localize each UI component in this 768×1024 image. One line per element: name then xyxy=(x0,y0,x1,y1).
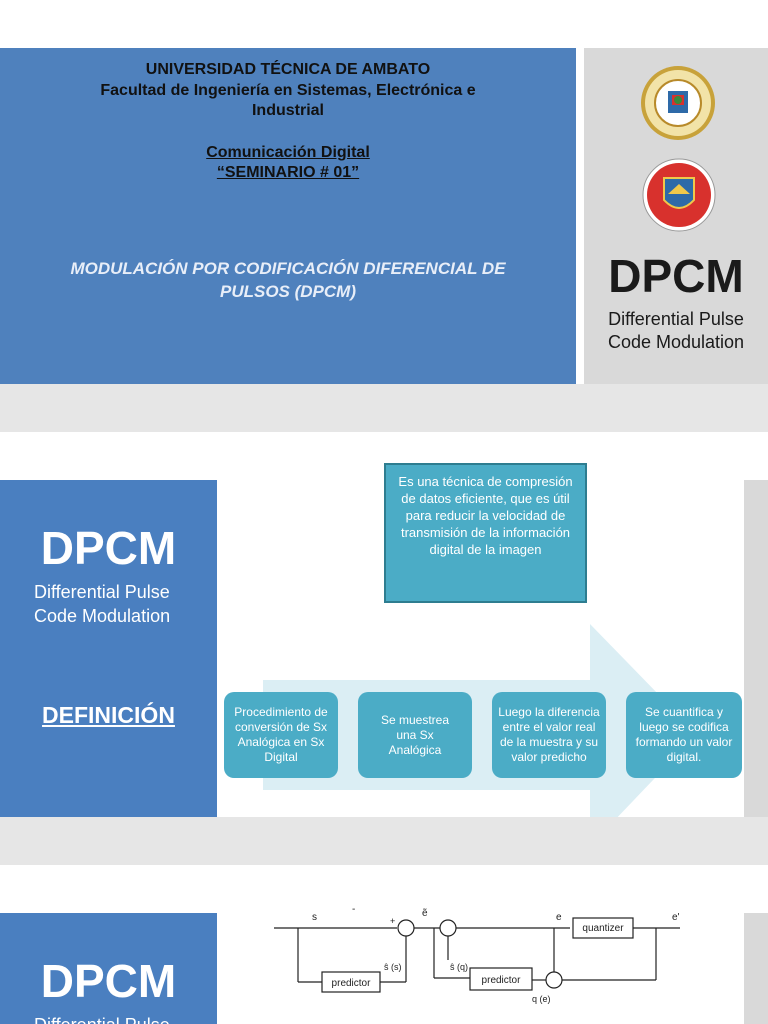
quantizer-label: quantizer xyxy=(582,923,624,934)
faculty-line-2: Industrial xyxy=(251,102,324,119)
diagram-label-plus: + xyxy=(390,916,395,926)
topic-line-2: PULSOS (DPCM) xyxy=(220,282,356,301)
slide-3-dpcm-title: DPCM xyxy=(40,955,177,1007)
faculty-seal-icon xyxy=(642,158,716,232)
slide-3-side-panel: DPCM Differential Pulse xyxy=(0,913,217,1024)
step-box-2: Se muestrea una Sx Analógica xyxy=(358,692,472,778)
diagram-label-minus: - xyxy=(352,904,355,915)
faculty-line-1: Facultad de Ingeniería en Sistemas, Elec… xyxy=(100,82,476,99)
slide-2-right-edge xyxy=(744,480,768,817)
topic-line-1: MODULACIÓN POR CODIFICACIÓN DIFERENCIAL … xyxy=(70,259,506,278)
step-text-1: Procedimiento de conversión de Sx Analóg… xyxy=(234,705,328,764)
predictor-2-label: predictor xyxy=(482,975,522,986)
diagram-label-e-tilde: ẽ xyxy=(422,908,428,919)
dpcm-block-diagram: s - + ẽ e quantizer e' predictor ŝ (s) ŝ… xyxy=(274,904,680,1004)
dpcm-title: DPCM xyxy=(608,250,744,302)
process-arrow xyxy=(263,624,697,846)
dpcm-expansion-line-2: Code Modulation xyxy=(607,332,745,352)
slide-3-right-edge xyxy=(744,913,768,1024)
university-seal-icon xyxy=(641,66,715,140)
diagram-label-e: e xyxy=(556,912,562,923)
step-text-2: Se muestrea una Sx Analógica xyxy=(380,712,450,757)
logo-panel: DPCM Differential Pulse Code Modulation xyxy=(584,48,768,384)
diagram-label-s: s xyxy=(312,912,317,923)
slide-1-footer-band xyxy=(0,384,768,432)
seminar-label: “SEMINARIO # 01” xyxy=(216,164,360,181)
definition-box: Es una técnica de compresión de datos ef… xyxy=(384,463,587,603)
step-box-3: Luego la diferencia entre el valor real … xyxy=(492,692,606,778)
dpcm-expansion-line-1: Differential Pulse xyxy=(608,309,744,329)
diagram-label-s-hat-s: ŝ (s) xyxy=(384,962,402,972)
title-panel: UNIVERSIDAD TÉCNICA DE AMBATO Facultad d… xyxy=(0,48,576,384)
university-name: UNIVERSIDAD TÉCNICA DE AMBATO xyxy=(145,61,431,78)
slide-2-expansion-line-1: Differential Pulse xyxy=(34,582,170,602)
course-name: Comunicación Digital xyxy=(206,144,370,161)
diagram-label-q-e: q (e) xyxy=(532,994,551,1004)
slide-2-side-panel: DPCM Differential Pulse Code Modulation … xyxy=(0,480,217,817)
predictor-1-label: predictor xyxy=(332,978,372,989)
slide-2-footer-band xyxy=(0,817,768,865)
slide-2-dpcm-title: DPCM xyxy=(40,522,177,574)
step-text-4: Se cuantifica y luego se codifica forman… xyxy=(635,705,733,764)
diagram-label-e-prime: e' xyxy=(672,912,680,923)
definition-text: Es una técnica de compresión de datos ef… xyxy=(398,474,573,557)
step-box-4: Se cuantifica y luego se codifica forman… xyxy=(626,692,742,778)
step-box-1: Procedimiento de conversión de Sx Analóg… xyxy=(224,692,338,778)
diagram-label-s-hat-q: ŝ (q) xyxy=(450,962,468,972)
slide-2-expansion-line-2: Code Modulation xyxy=(34,606,171,626)
definition-heading: DEFINICIÓN xyxy=(42,702,175,728)
slide-3-expansion-line-1: Differential Pulse xyxy=(34,1013,217,1024)
step-text-3: Luego la diferencia entre el valor real … xyxy=(498,705,600,764)
